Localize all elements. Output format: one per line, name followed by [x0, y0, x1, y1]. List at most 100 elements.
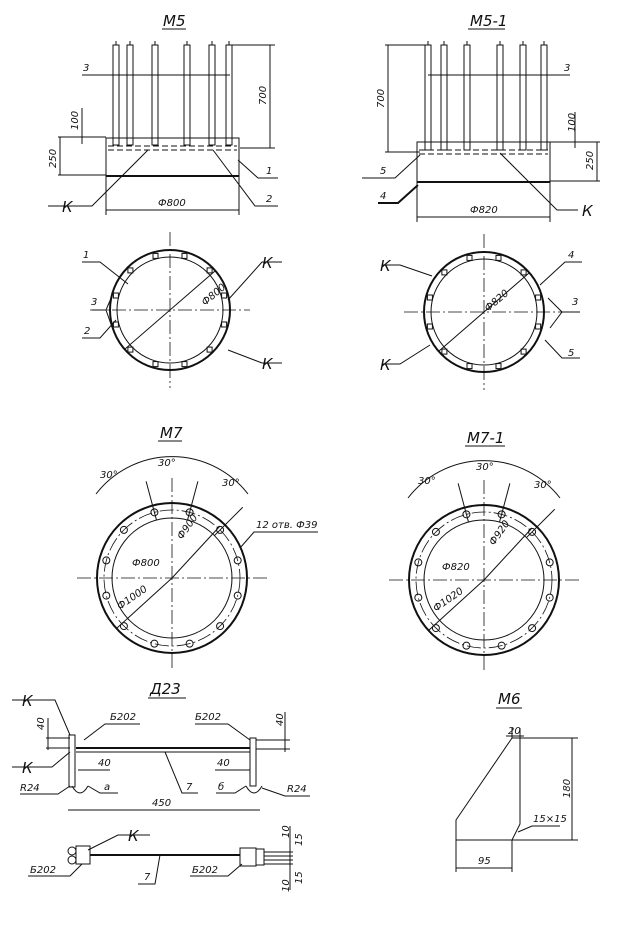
b202-left-label: Б202: [110, 712, 136, 723]
m5-dim-700: 700: [258, 86, 269, 105]
dim-15-bottom: 15: [294, 871, 305, 884]
bolt-hole: [233, 556, 242, 565]
dim-15-top: 15: [294, 833, 305, 846]
right-plate: [249, 737, 257, 787]
leader-b202: [28, 863, 83, 877]
bolt-hole: [119, 525, 128, 534]
label-a: а: [104, 782, 110, 793]
bolt-hole: [233, 591, 242, 600]
bolt-hole: [414, 558, 423, 567]
weld-k-label: К: [380, 356, 392, 374]
diameter-line: [483, 527, 533, 581]
leader-k: [227, 261, 282, 301]
ring-plan: [404, 234, 564, 390]
leader-b202: [195, 723, 251, 741]
leader-2: [212, 149, 278, 207]
weld-k-label: К: [62, 198, 74, 216]
rod-section: [520, 269, 527, 276]
rod-section: [112, 292, 119, 299]
hook-circle: [67, 855, 77, 865]
dim-20: 20: [508, 726, 521, 737]
hook-circle: [67, 846, 77, 856]
flange-plan: [389, 480, 579, 670]
anchor-rod: [440, 44, 448, 151]
angle-ext-line: [526, 508, 556, 538]
rod-section: [535, 323, 542, 330]
weld-k-label: К: [22, 692, 34, 710]
leader-k: [87, 834, 150, 851]
weld-k-label: К: [262, 254, 274, 272]
bolt-hole: [150, 508, 159, 517]
leader-7: [138, 854, 161, 885]
anchor-rod: [519, 44, 527, 151]
angle-label: 30°: [222, 478, 240, 489]
anchor-rod: [112, 44, 120, 146]
angle-label: 30°: [158, 458, 176, 469]
m7-1-bolt-circle: Ф920: [487, 519, 512, 548]
m7-1-inner-diameter: Ф820: [442, 562, 470, 573]
leader-b202: [83, 723, 140, 741]
plan-m5-1-diameter: Ф820: [483, 288, 511, 314]
gusset-plate: [455, 737, 521, 841]
diameter-line: [124, 270, 216, 350]
dim-180: 180: [562, 779, 573, 798]
anchor-rod: [225, 44, 233, 146]
anchor-rod: [463, 44, 471, 151]
m5-base-ring: [105, 137, 240, 177]
leader-a: [87, 785, 118, 794]
m7-1-title: М7-1: [467, 429, 504, 447]
dim-95: 95: [478, 856, 491, 867]
leader-7: [164, 751, 198, 794]
weld-k-label: К: [582, 202, 594, 220]
anchor-rod: [424, 44, 432, 151]
dim-40-left: 40: [36, 717, 47, 730]
leader-1: [82, 261, 129, 285]
m7-1-outer-diameter: Ф1020: [431, 586, 465, 615]
leader-b202: [190, 863, 243, 877]
leader-k: [382, 344, 431, 365]
m6-title: М6: [498, 690, 521, 708]
d23-assembly: Д23 К К 40 Б202 Б202 40 40 40 R24 а 7: [12, 680, 310, 892]
pos-4-label: 4: [380, 191, 386, 202]
dim-40-inner-right: 40: [217, 758, 230, 769]
anchor-rod: [183, 44, 191, 146]
leader-k: [382, 264, 433, 277]
weld-k-label: К: [262, 355, 274, 373]
m6-gusset: М6 95 20 180 15×15: [455, 690, 578, 872]
pos-5-label: 5: [380, 166, 386, 177]
pos-2-label: 2: [266, 194, 272, 205]
bolt-hole: [497, 510, 506, 519]
leader-r24: [261, 787, 310, 797]
leader-k: [12, 751, 71, 768]
rod-section: [221, 292, 228, 299]
leader-holes: [239, 531, 318, 549]
rod-section: [535, 294, 542, 301]
leader-3b: [105, 295, 113, 311]
weld-k-label: К: [128, 827, 140, 845]
bolt-hole: [150, 639, 159, 648]
weld-k-label: К: [22, 759, 34, 777]
bolt-hole: [185, 639, 194, 648]
leader-1: [237, 159, 278, 179]
b202-right-label: Б202: [195, 712, 221, 723]
rod-section: [152, 252, 159, 259]
rod-section: [221, 321, 228, 328]
leader-chamfer: [517, 825, 560, 833]
ring-plan: [90, 232, 250, 388]
angle-arc: [95, 456, 249, 495]
leader-4: [539, 261, 582, 286]
m5-elevation: М5 Ф800 3 700 100 250 1 2 К: [48, 12, 278, 216]
rod-section: [127, 346, 134, 353]
bolt-hole: [216, 622, 225, 631]
rod-section: [112, 321, 119, 328]
m7-bolt-circle: Ф900: [175, 513, 200, 542]
m5-1-dim-700: 700: [376, 89, 387, 108]
dim-10-bottom: 10: [281, 879, 292, 892]
pos-7-label: 7: [186, 782, 193, 793]
bolt-hole: [102, 556, 111, 565]
anchor-rod: [496, 44, 504, 151]
pos-5-label: 5: [568, 348, 574, 359]
anchor-rod: [208, 44, 216, 146]
angle-ext-line: [187, 481, 199, 521]
